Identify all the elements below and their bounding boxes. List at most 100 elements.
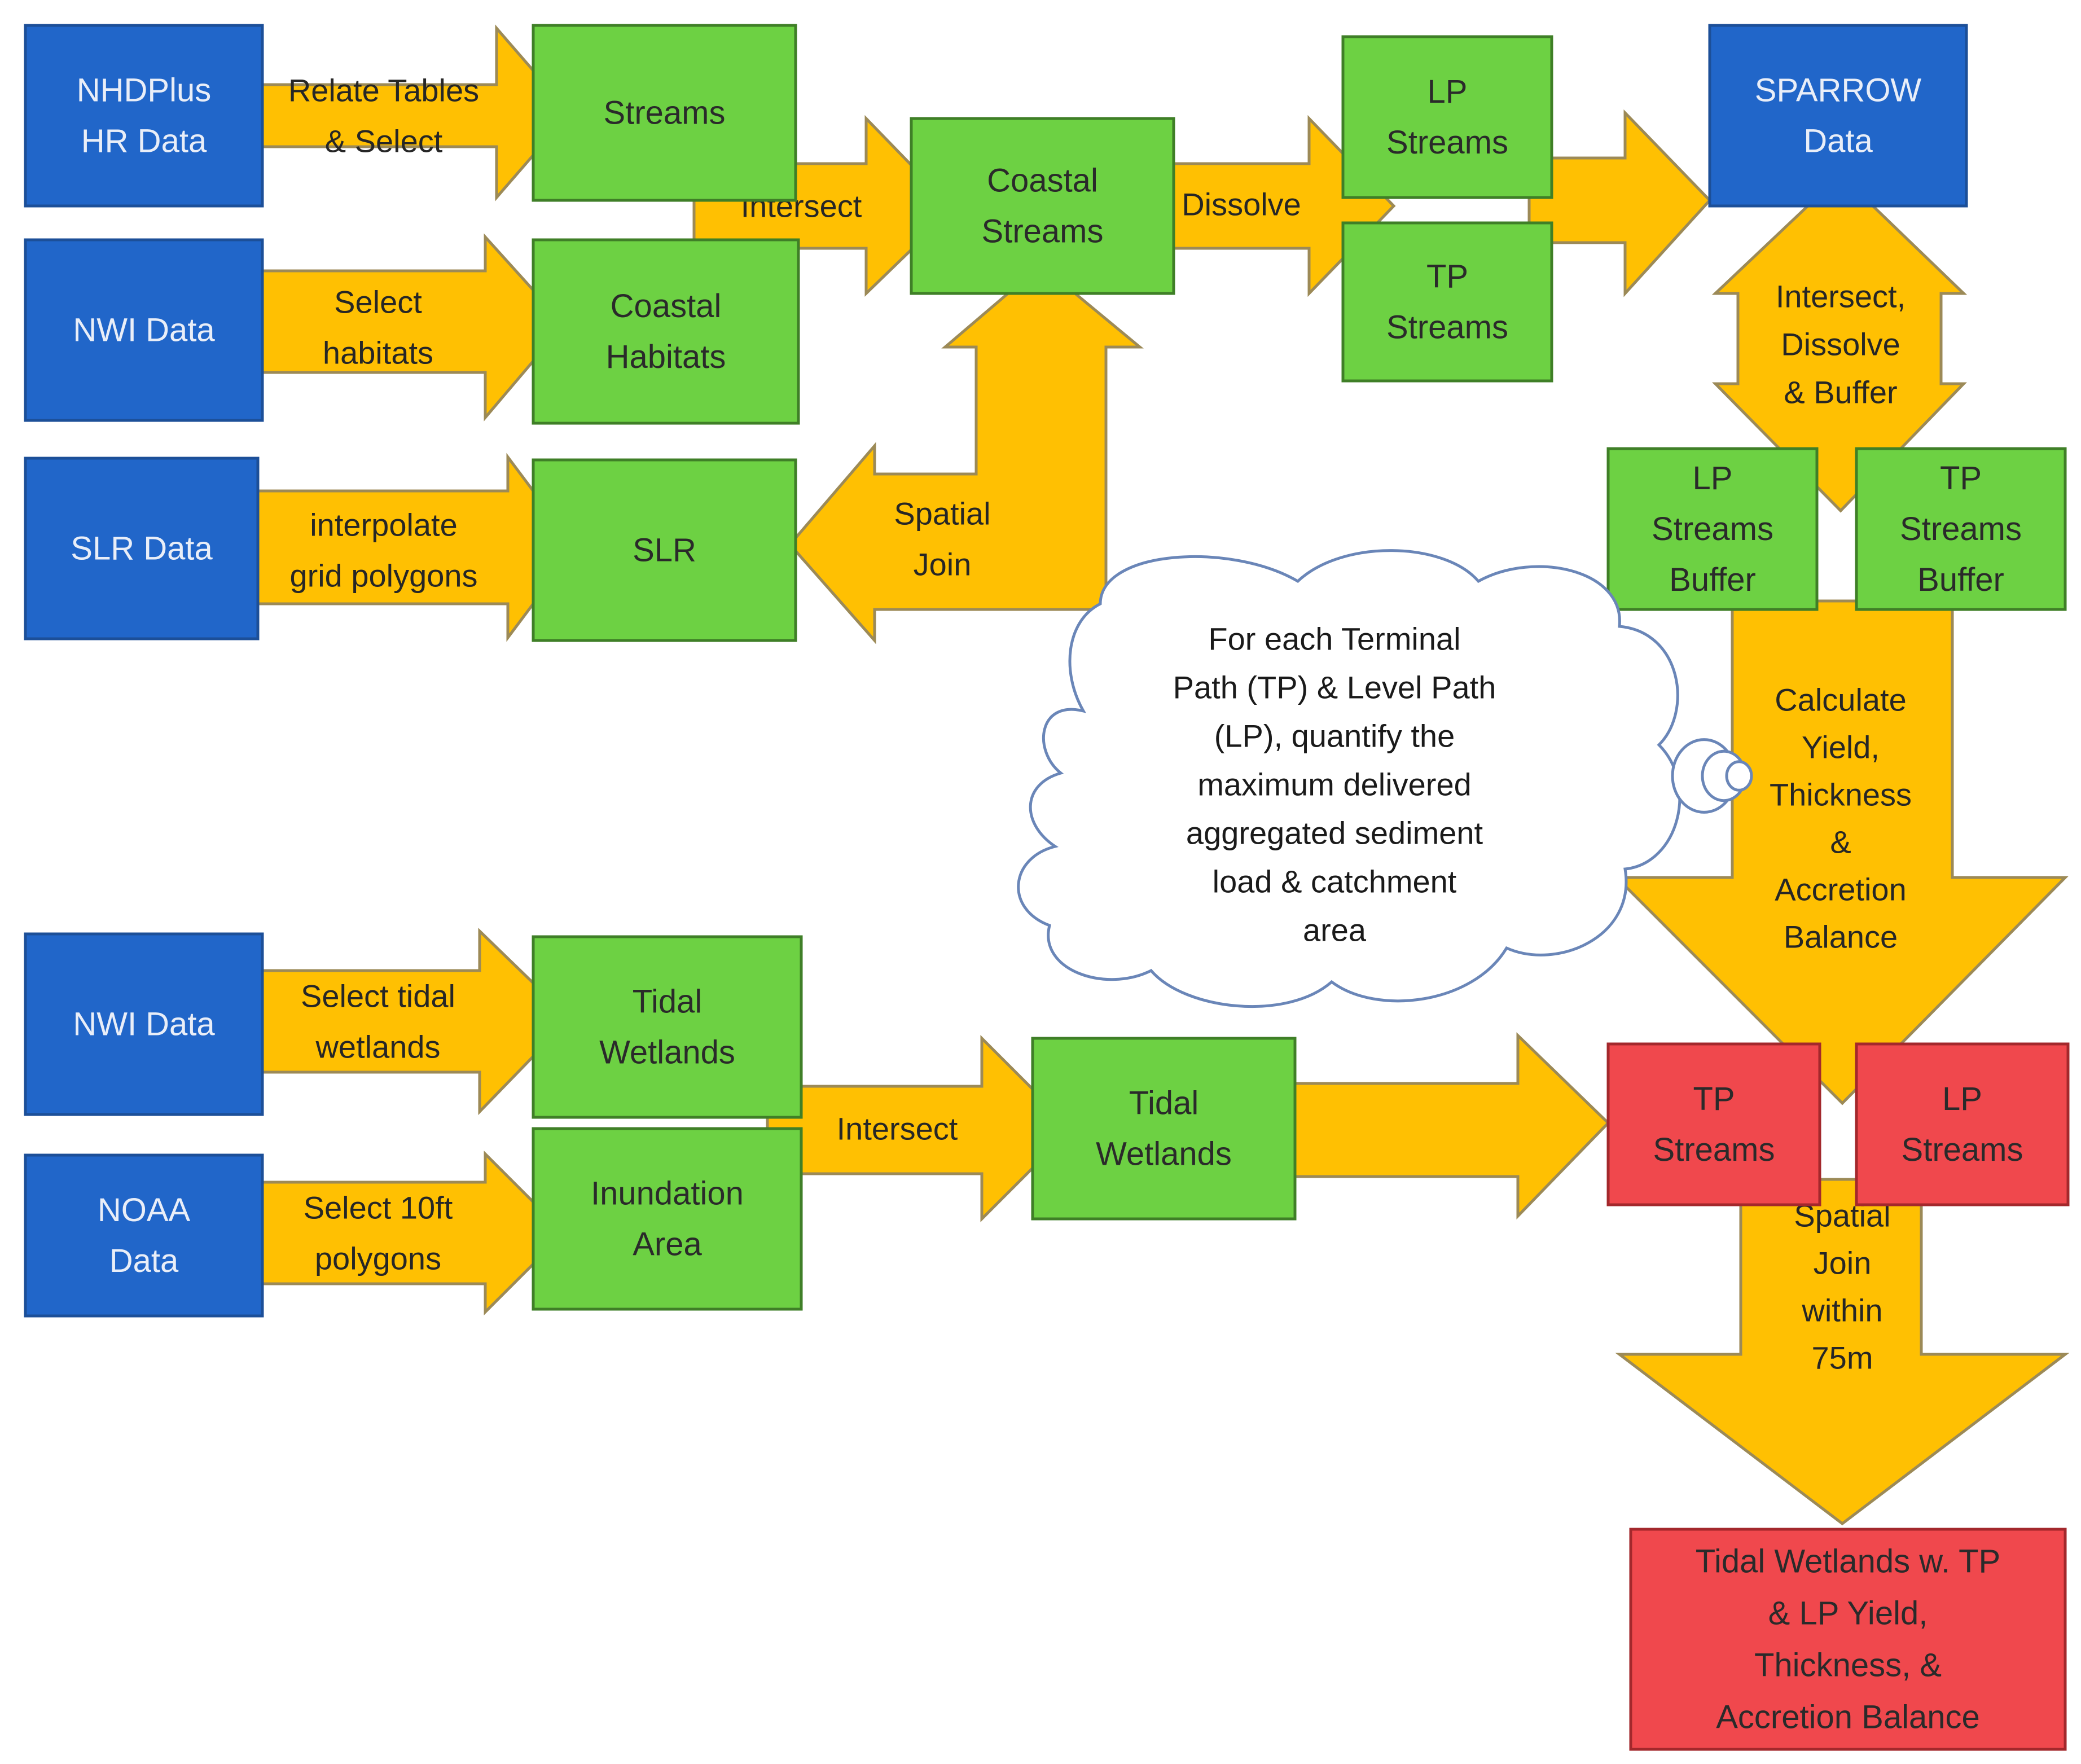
arrow-spatial-join-bottom-shape	[1615, 1178, 2070, 1526]
node-final-output-label-line-3: Thickness, &	[1754, 1647, 1942, 1684]
arrow-calculate-label-line-6: Balance	[1784, 919, 1898, 955]
callout-line-6: load & catchment	[1213, 864, 1457, 899]
arrow-calculate-label-line-1: Calculate	[1775, 682, 1906, 718]
arrow-intersect-bottom-label-line-1: Intersect	[837, 1111, 958, 1147]
node-nhdplus-label-line-2: HR Data	[81, 123, 207, 160]
node-lp-streams-out-label-line-1: LP	[1942, 1081, 1982, 1117]
arrow-select-tidal-wetlands-label-line-2: wetlands	[315, 1029, 440, 1065]
node-nwi-bottom: NWI Data	[24, 932, 264, 1116]
arrow-intersect-dissolve-buffer-label-line-1: Intersect,	[1776, 279, 1906, 314]
arrow-to-outputs-shape	[1271, 1032, 1610, 1220]
node-streams: Streams	[532, 24, 797, 202]
node-lp-streams-label-line-2: Streams	[1386, 124, 1508, 161]
node-tp-streams-out-label-line-2: Streams	[1653, 1131, 1775, 1168]
node-final-output-box	[1629, 1528, 2067, 1751]
node-tidal-wetlands-2-box	[1031, 1037, 1297, 1221]
arrow-intersect-dissolve-buffer: Intersect, Dissolve & Buffer	[1711, 173, 1968, 513]
node-coastal-streams-label-line-1: Coastal	[987, 163, 1098, 199]
node-coastal-streams-box	[910, 117, 1175, 295]
node-slr: SLR	[532, 458, 797, 642]
arrow-spatial-join-bottom-label-line-3: within	[1801, 1293, 1882, 1328]
arrow-calculate-shape	[1613, 599, 2069, 1105]
callout-line-1: For each Terminal	[1208, 621, 1460, 657]
arrow-calculate-label-line-4: &	[1830, 824, 1851, 860]
node-final-output-label-line-2: & LP Yield,	[1768, 1595, 1928, 1632]
node-lp-streams-buffer-box	[1606, 447, 1819, 611]
node-final-output-label-line-1: Tidal Wetlands w. TP	[1696, 1543, 2001, 1580]
node-coastal-habitats-box	[532, 238, 800, 425]
node-slr-data-box	[24, 457, 260, 640]
node-tidal-wetlands-1-box	[532, 935, 803, 1119]
node-nwi-top-label-line-1: NWI Data	[73, 312, 215, 349]
node-slr-data: SLR Data	[24, 457, 260, 640]
node-noaa-box	[24, 1153, 264, 1318]
arrow-calculate: CalculateYield,Thickness&AccretionBalanc…	[1613, 599, 2069, 1105]
arrow-intersect-dissolve-buffer-label-line-2: Dissolve	[1781, 327, 1900, 362]
node-tidal-wetlands-1-label-line-2: Wetlands	[599, 1034, 735, 1071]
node-lp-streams-buffer-label-line-3: Buffer	[1669, 561, 1756, 598]
arrow-calculate-label-line-3: Thickness	[1770, 777, 1912, 813]
arrow-select-tidal-wetlands: Select tidal wetlands	[235, 928, 572, 1116]
arrow-select-10ft: Select 10ft polygons	[235, 1150, 567, 1316]
arrow-spatial-join-bottom-label-line-4: 75m	[1812, 1340, 1873, 1376]
node-tp-streams-out-label-line-1: TP	[1693, 1081, 1735, 1117]
node-final-output: Tidal Wetlands w. TP & LP Yield, Thickness…	[1629, 1528, 2067, 1751]
node-coastal-habitats-label-line-1: Coastal	[611, 288, 722, 324]
callout-line-7: area	[1303, 912, 1367, 948]
arrow-relate-tables-shape	[235, 24, 572, 201]
arrow-interpolate-label-line-2: grid polygons	[289, 558, 477, 594]
callout-line-4: maximum delivered	[1197, 767, 1472, 802]
arrow-to-sparrow	[1527, 109, 1712, 297]
arrow-intersect-dissolve-buffer-label-line-3: & Buffer	[1784, 375, 1897, 410]
arrow-intersect-bottom: Intersect	[766, 1034, 1074, 1223]
arrow-select-tidal-wetlands-label-line-1: Select tidal	[301, 978, 455, 1014]
arrow-relate-tables-label-line-2: & Select	[325, 124, 443, 159]
node-tidal-wetlands-2-label-line-1: Tidal	[1129, 1085, 1199, 1122]
node-nwi-bottom-label-line-1: NWI Data	[73, 1006, 215, 1043]
arrow-select-10ft-label-line-2: polygons	[315, 1241, 441, 1276]
arrow-dissolve-label-line-1: Dissolve	[1182, 187, 1301, 222]
arrow-relate-tables-label-line-1: Relate Tables	[288, 73, 479, 108]
node-sparrow-label-line-2: Data	[1803, 123, 1873, 160]
node-lp-streams: LP Streams	[1341, 35, 1553, 199]
node-tp-streams-out: TP Streams	[1606, 1042, 1821, 1206]
arrow-spatial-join-bottom-label-line-2: Join	[1814, 1245, 1872, 1281]
node-nwi-top-box	[24, 238, 264, 422]
node-final-output-label-line-4: Accretion Balance	[1716, 1699, 1979, 1736]
arrow-intersect-bottom-shape	[766, 1034, 1074, 1223]
arrow-dissolve: Dissolve	[1132, 115, 1396, 297]
arrow-select-10ft-shape	[235, 1150, 567, 1316]
node-tidal-wetlands-1-label-line-1: Tidal	[633, 984, 703, 1020]
arrow-select-habitats-label-line-1: Select	[334, 284, 422, 320]
callout-tail-bubble-3	[1725, 760, 1753, 792]
node-lp-streams-label-line-1: LP	[1428, 73, 1468, 110]
node-nwi-bottom-box	[24, 932, 264, 1116]
node-coastal-streams-label-line-2: Streams	[982, 213, 1104, 250]
arrow-select-habitats-label-line-2: habitats	[323, 335, 433, 371]
node-noaa-label-line-2: Data	[109, 1243, 179, 1279]
arrow-select-10ft-label-line-1: Select 10ft	[304, 1190, 453, 1226]
arrow-select-habitats-shape	[235, 233, 567, 422]
callout-line-5: aggregated sediment	[1186, 815, 1483, 851]
node-inundation-area-label-line-1: Inundation	[591, 1175, 744, 1212]
node-tp-streams-label-line-1: TP	[1426, 258, 1468, 295]
arrow-spatial-join-top-label-line-2: Join	[914, 547, 972, 582]
node-nwi-top: NWI Data	[24, 238, 264, 422]
callout-line-3: (LP), quantify the	[1214, 718, 1455, 754]
node-tp-streams-buffer-label-line-3: Buffer	[1917, 561, 2004, 598]
node-slr-label-line-1: SLR	[633, 532, 696, 569]
arrow-relate-tables: Relate Tables & Select	[235, 24, 572, 201]
arrow-spatial-join-top-shape	[788, 263, 1144, 644]
node-coastal-habitats-label-line-2: Habitats	[606, 339, 726, 375]
callout-cloud-outline	[1017, 549, 1682, 1008]
